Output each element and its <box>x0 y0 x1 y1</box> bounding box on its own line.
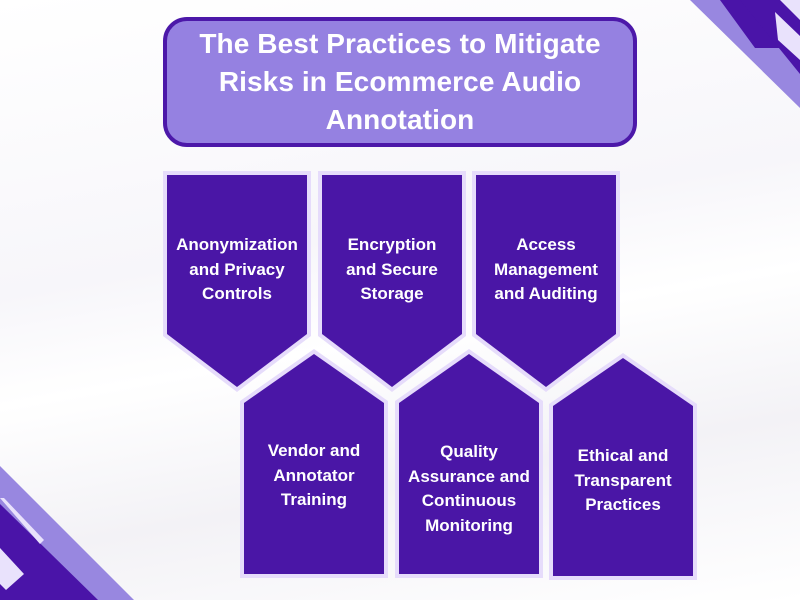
title-banner: The Best Practices to Mitigate Risks in … <box>163 17 637 147</box>
top-shape-3 <box>472 171 620 392</box>
bottom-shape-3 <box>549 353 697 580</box>
practice-label-ethical-practices: Ethical and Transparent Practices <box>574 446 672 515</box>
bottom-left-stripes <box>0 466 134 600</box>
practice-label-vendor-training: Vendor and Annotator Training <box>267 441 361 510</box>
top-shape-1 <box>163 171 311 392</box>
practice-label-encryption: Encryption and Secure Storage <box>346 235 438 304</box>
practice-label-access-management: Access Management and Auditing <box>494 235 598 304</box>
bottom-shape-2 <box>395 349 543 578</box>
top-shape-2 <box>318 171 466 392</box>
practice-label-quality-assurance: Quality Assurance and Continuous Monitor… <box>408 442 530 535</box>
page-title: The Best Practices to Mitigate Risks in … <box>199 28 601 135</box>
top-right-stripes <box>690 0 800 108</box>
practice-label-anonymization: Anonymization and Privacy Controls <box>176 235 298 304</box>
bottom-shape-1 <box>240 349 388 578</box>
